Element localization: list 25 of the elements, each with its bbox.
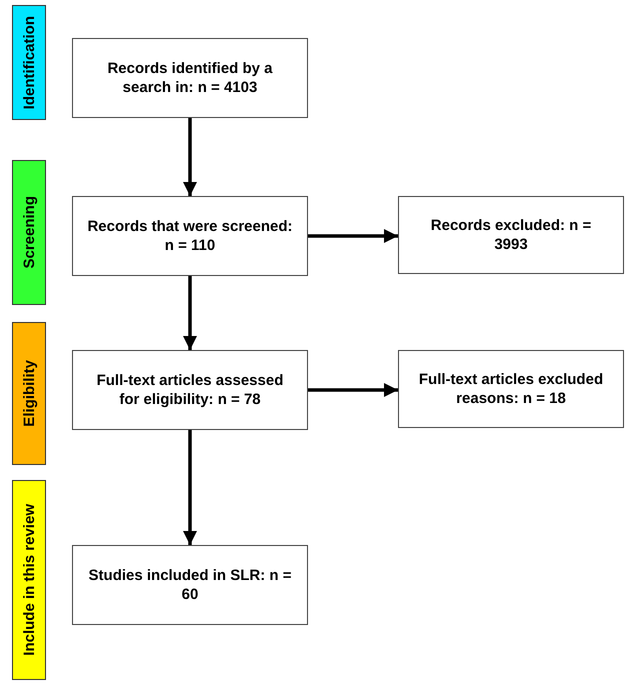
stage-band <box>12 480 46 680</box>
arrow <box>183 430 197 545</box>
box-text: Full-text articles excluded reasons: n = 18 <box>418 370 604 408</box>
stage-band <box>12 160 46 305</box>
stage-band <box>12 5 46 120</box>
process-box <box>72 38 308 118</box>
box-text: Full-text articles assessed for eligibility: n = 78 <box>96 371 284 409</box>
arrow <box>308 383 398 397</box>
process-box <box>398 350 624 428</box>
box-text: Records excluded: n = 3993 <box>430 216 592 254</box>
box-text: Records that were screened: n = 110 <box>86 217 294 255</box>
process-box <box>72 545 308 625</box>
stage-label: Eligibility <box>20 360 38 427</box>
arrow <box>183 118 197 196</box>
stage-label: Screening <box>20 196 38 269</box>
process-box <box>398 196 624 274</box>
stage-band <box>12 322 46 465</box>
arrow <box>308 229 398 243</box>
process-box <box>72 350 308 430</box>
box-text: Records identified by a search in: n = 4103 <box>106 59 274 97</box>
stage-label: Identification <box>20 16 38 110</box>
arrow <box>183 276 197 350</box>
box-text: Studies included in SLR: n = 60 <box>88 566 292 604</box>
stage-label: Include in this review <box>20 504 38 656</box>
process-box <box>72 196 308 276</box>
